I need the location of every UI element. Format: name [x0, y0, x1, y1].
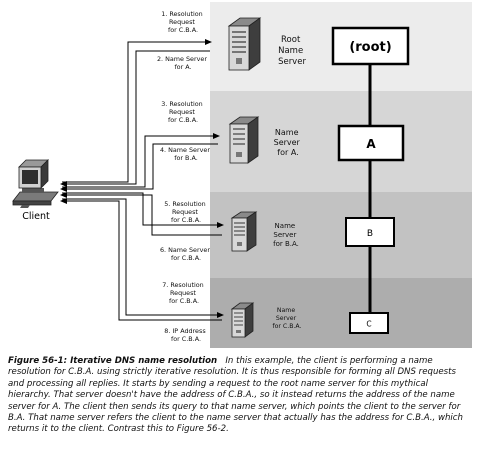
arrowhead-4	[60, 186, 67, 192]
figure-caption-title: Figure 56-1: Iterative DNS name resoluti…	[8, 356, 218, 366]
arrowhead-6	[60, 192, 67, 198]
message-arrow-7	[62, 198, 222, 316]
arrowhead-5	[217, 222, 224, 228]
server-label-b: Name Server for B.A.	[273, 222, 299, 248]
message-arrow-1	[62, 41, 210, 183]
server-icon-root	[227, 17, 262, 71]
message-arrow-8	[62, 200, 222, 321]
message-arrow-6	[62, 194, 222, 236]
figure-caption: Figure 56-1: Iterative DNS name resoluti…	[8, 356, 470, 436]
message-label-4: 4. Name Server for B.A.	[160, 146, 212, 162]
server-label-c: Name Server for C.B.A.	[272, 307, 301, 330]
message-arrow-3	[62, 135, 218, 188]
arrowhead-3	[213, 133, 220, 139]
figure-caption-text: In this example, the client is performin…	[8, 356, 463, 435]
server-label-root: Root Name Server	[278, 35, 306, 67]
message-label-2: 2. Name Server for A.	[157, 55, 209, 71]
arrowhead-8	[60, 198, 67, 204]
hierarchy-label-c: C	[366, 320, 371, 329]
dns-diagram: (root) A B C	[12, 2, 472, 348]
message-label-8: 8. IP Address for C.B.A.	[164, 327, 207, 343]
message-label-3: 3. Resolution Request for C.B.A.	[161, 100, 205, 124]
message-label-1: 1. Resolution Request for C.B.A.	[161, 10, 205, 34]
arrowhead-2	[60, 181, 67, 187]
message-label-5: 5. Resolution Request for C.B.A.	[164, 200, 208, 224]
server-label-a: Name Server for A.	[274, 128, 303, 157]
hierarchy-node-c: C	[349, 312, 389, 334]
server-icon-b	[230, 211, 258, 252]
message-arrow-5	[62, 192, 222, 226]
message-lines	[62, 41, 222, 321]
message-label-7: 7. Resolution Request for C.B.A.	[162, 281, 206, 305]
hierarchy-label-b: B	[367, 229, 373, 239]
hierarchy-node-a: A	[337, 124, 405, 162]
c-level-band	[210, 278, 472, 348]
arrowhead-1	[205, 39, 212, 45]
arrowheads	[60, 39, 224, 318]
hierarchy-label-root: (root)	[349, 40, 391, 55]
arrowhead-7	[217, 312, 224, 318]
client-label: Client	[22, 211, 50, 222]
server-icon-c	[230, 302, 255, 338]
client-computer-icon	[12, 159, 59, 208]
message-arrow-2	[62, 50, 210, 185]
message-label-6: 6. Name Server for C.B.A.	[160, 246, 212, 262]
hierarchy-label-a: A	[366, 137, 376, 151]
message-arrow-4	[62, 143, 218, 190]
hierarchy-node-root: (root)	[331, 26, 410, 66]
hierarchy-node-b: B	[345, 217, 395, 247]
server-icon-a	[228, 116, 260, 164]
